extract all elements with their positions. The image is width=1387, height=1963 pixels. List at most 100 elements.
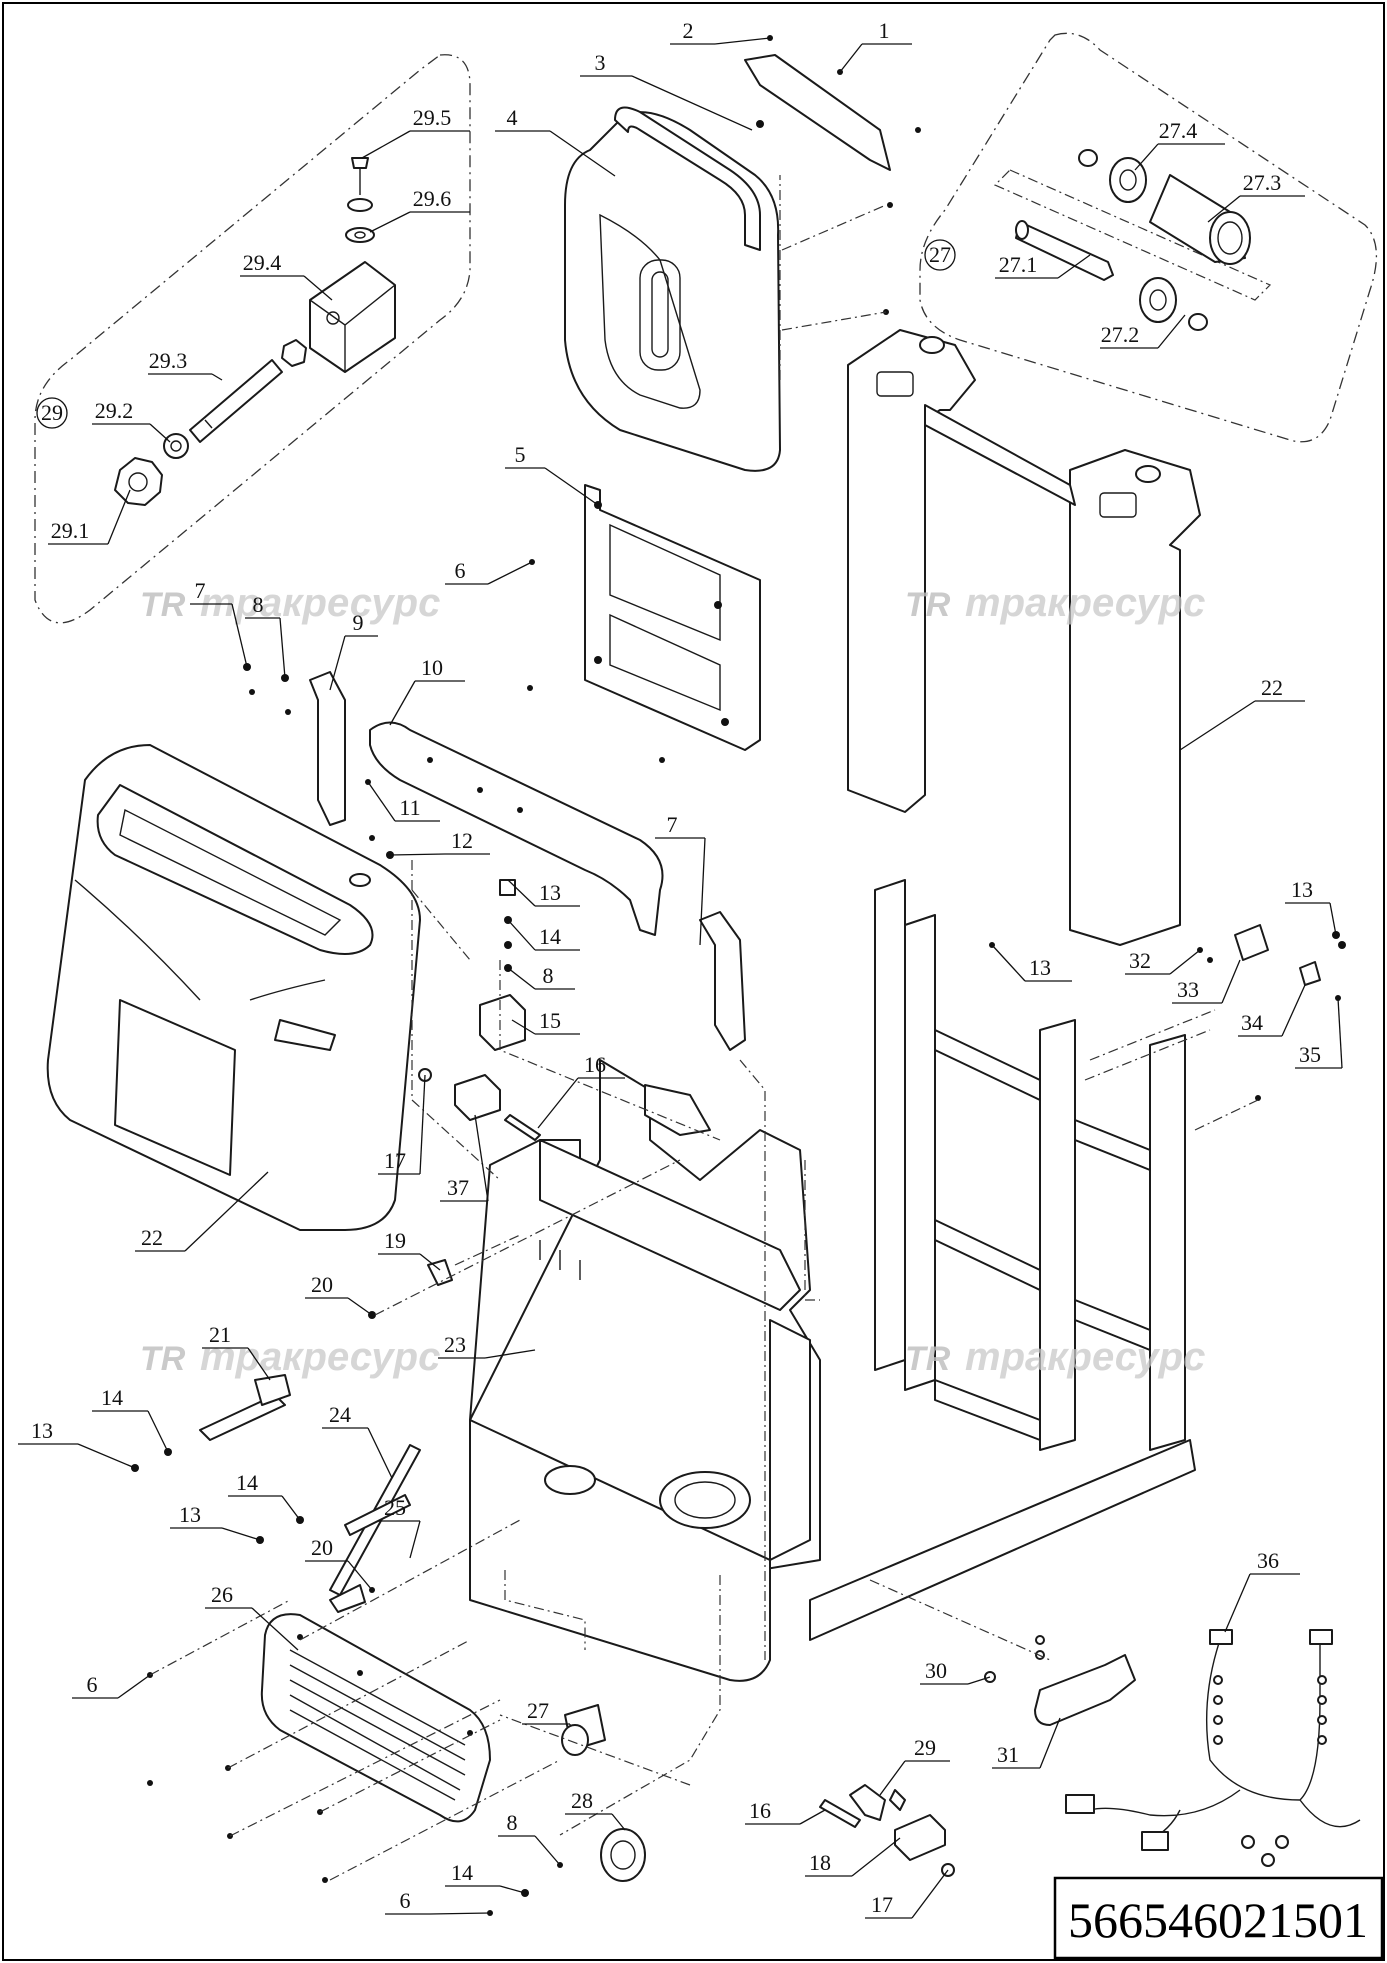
callout-label: 18	[809, 1850, 831, 1875]
callout-c28: 28	[565, 1788, 626, 1831]
callout-label: 29.5	[413, 105, 452, 130]
clip-19	[427, 1259, 453, 1286]
mast-pillars-22	[847, 329, 1201, 946]
callout-label: 35	[1299, 1042, 1321, 1067]
callout-label: 30	[925, 1658, 947, 1683]
callout-leader	[419, 1253, 441, 1271]
rod-24	[344, 1494, 411, 1536]
callout-label: 1	[879, 18, 890, 43]
screw-29-5	[351, 157, 369, 169]
callout-leader	[1281, 984, 1306, 1037]
callout-label: 27.3	[1243, 170, 1282, 195]
callout-c21: 21	[202, 1322, 271, 1381]
callout-leader	[367, 781, 396, 822]
switch-34	[1299, 961, 1321, 986]
crossbar	[924, 404, 1076, 506]
callout-c10: 10	[389, 655, 465, 726]
callout-leader	[419, 1074, 426, 1175]
callout-leader	[303, 275, 333, 301]
callout-label: 29	[41, 400, 63, 425]
callout-c7b: 7	[655, 812, 706, 946]
callout-c14c: 14	[228, 1470, 301, 1521]
bracket-37	[454, 1074, 501, 1121]
watermark-logo-3: TR	[140, 1340, 186, 1378]
callout-label: 14	[539, 924, 561, 949]
callout-leader	[1337, 997, 1343, 1069]
callout-label: 27	[929, 242, 951, 267]
callout-c25: 25	[378, 1495, 421, 1559]
block-29-4	[309, 261, 396, 373]
callout-label: 29.1	[51, 518, 90, 543]
callout-label: 31	[997, 1742, 1019, 1767]
callout-c13e: 13	[170, 1502, 261, 1541]
callout-leader	[367, 1427, 393, 1479]
callout-leader	[1224, 1573, 1251, 1633]
callout-leader	[1134, 143, 1159, 171]
callout-c26: 26	[205, 1582, 299, 1651]
callout-label: 9	[353, 610, 364, 635]
callout-c22a: 22	[1179, 675, 1305, 751]
nut-29-2	[163, 433, 189, 459]
watermark-text-2: тракресурс	[965, 581, 1205, 625]
callout-leader	[389, 680, 416, 726]
callout-label: 16	[749, 1798, 771, 1823]
callout-label: 29	[914, 1735, 936, 1760]
callout-c9: 9	[329, 610, 378, 691]
callout-leader	[1039, 1717, 1061, 1769]
callout-leader	[507, 967, 536, 990]
callout-leader	[149, 423, 171, 443]
callout-leader	[499, 1885, 526, 1894]
watermark-logo-2: TR	[905, 586, 951, 624]
callout-label: 3	[595, 50, 606, 75]
callout-label: 13	[179, 1502, 201, 1527]
callout-c1: 1	[839, 18, 912, 73]
watermark-logo-1: TR	[140, 586, 186, 624]
washer-29-6	[345, 227, 375, 243]
callout-c5: 5	[505, 442, 599, 506]
callout-label: 20	[311, 1272, 333, 1297]
callout-leader	[369, 211, 411, 233]
callout-c36: 36	[1224, 1548, 1300, 1633]
callout-label: 17	[384, 1148, 406, 1173]
callout-label: 7	[667, 812, 678, 837]
callout-c35: 35	[1295, 997, 1343, 1069]
callout-leader	[1207, 195, 1241, 223]
callout-label: 11	[399, 795, 420, 820]
small-hardware	[131, 663, 1346, 1916]
callout-leader	[279, 617, 286, 679]
callout-label: 14	[101, 1385, 123, 1410]
callout-c17a: 17	[378, 1074, 426, 1175]
callout-circle	[36, 397, 68, 429]
callout-c27_1: 27.1	[995, 252, 1091, 279]
callout-label: 6	[87, 1672, 98, 1697]
callout-label: 13	[539, 880, 561, 905]
callout-c29_6: 29.6	[369, 186, 470, 233]
bearing-27-2	[1139, 277, 1177, 323]
plate-33	[1234, 924, 1269, 961]
callout-leader	[221, 1527, 261, 1541]
callout-c32: 32	[1125, 948, 1201, 975]
callout-c30: 30	[920, 1658, 991, 1685]
watermark-text-4: тракресурс	[965, 1335, 1205, 1379]
callout-c13b: 13	[991, 944, 1072, 982]
bracket-31	[1034, 1654, 1136, 1726]
callout-leader	[211, 373, 223, 381]
callout-leader	[839, 43, 863, 73]
callout-label: 25	[384, 1495, 406, 1520]
callout-leader	[1221, 959, 1241, 1004]
callout-label: 2	[683, 18, 694, 43]
watermark-text-3: тракресурс	[200, 1335, 440, 1379]
callout-label: 24	[329, 1402, 351, 1427]
callout-c8c: 8	[498, 1810, 561, 1866]
callout-label: 34	[1241, 1010, 1263, 1035]
bearing-27-4	[1109, 157, 1147, 203]
callout-label: 27.2	[1101, 322, 1140, 347]
callout-label: 22	[1261, 675, 1283, 700]
callout-leader	[544, 467, 599, 506]
callout-label: 8	[507, 1810, 518, 1835]
callout-layer: 1234566677888910111213131313131414141415…	[18, 18, 1343, 1919]
callout-leader	[409, 1520, 421, 1559]
callout-c29_1: 29.1	[48, 489, 131, 545]
